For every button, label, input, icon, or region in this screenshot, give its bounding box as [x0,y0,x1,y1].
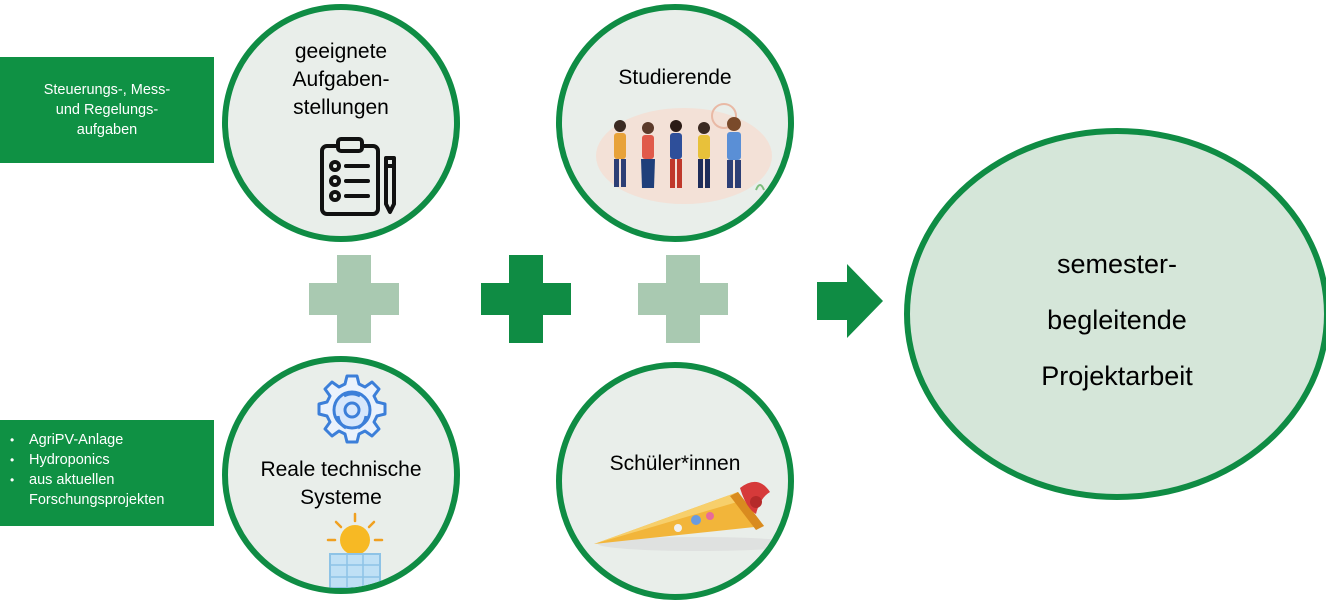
circle-systeme: Reale technische Systeme [222,356,460,594]
circle-studierende: Studierende [556,4,794,242]
tasks-box-line: aufgaben [76,122,138,138]
circle-label-line: geeignete [294,40,388,63]
circle-label-line: Projektarbeit [1041,361,1193,391]
circle-schueler-label: Schüler*innen [562,450,788,478]
tasks-box-line: Steuerungs-, Mess- [43,82,171,98]
arrow-right-icon [817,264,883,338]
circle-aufgaben-label: geeignete Aufgaben- stellungen [228,38,454,122]
plus-icon [309,255,399,343]
tasks-box-line: und Regelungs- [55,102,159,118]
circle-label-line: Systeme [300,486,382,509]
circle-projekt-label: semester- begleitende Projektarbeit [910,236,1324,404]
circle-schueler: Schüler*innen [556,362,794,600]
circle-label-line: Reale technische [260,458,422,481]
circle-aufgaben: geeignete Aufgaben- stellungen [222,4,460,242]
circle-label-line: Aufgaben- [292,68,390,91]
systems-list-item: aus aktuellen Forschungsprojekten [10,470,214,510]
solar-panel-icon [326,512,384,588]
systems-list: AgriPV-Anlage Hydroponics aus aktuellen … [10,430,214,510]
systems-list-item: AgriPV-Anlage [10,430,214,450]
tasks-box: Steuerungs-, Mess- und Regelungs- aufgab… [0,57,214,163]
clipboard-checklist-icon [320,137,396,216]
gear-icon [317,374,387,444]
plus-icon [481,255,571,343]
systems-list-item: Hydroponics [10,450,214,470]
circle-label-line: begleitende [1047,305,1187,335]
school-cone-icon [594,481,788,551]
plus-icon [638,255,728,343]
circle-label-line: semester- [1056,249,1178,279]
circle-systeme-label: Reale technische Systeme [228,456,454,512]
circle-projekt: semester- begleitende Projektarbeit [904,128,1326,500]
circle-label-line: stellungen [293,96,389,119]
systems-list-item-text: aus aktuellen Forschungsprojekten [29,472,165,508]
circle-studierende-label: Studierende [562,64,788,92]
students-group-icon [596,103,772,204]
systems-box: AgriPV-Anlage Hydroponics aus aktuellen … [0,420,214,526]
circle-label-line: Studierende [618,66,732,89]
circle-label-line: Schüler*innen [609,452,741,475]
